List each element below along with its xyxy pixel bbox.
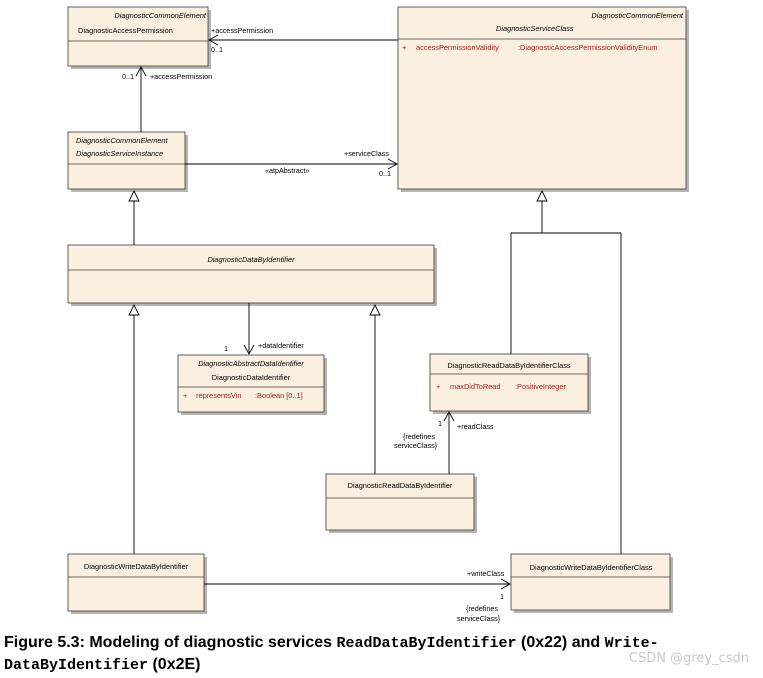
multiplicity-label: 0..1 xyxy=(379,169,391,178)
class-diagnostic-data-identifier[interactable]: DiagnosticAbstractDataIdentifier Diagnos… xyxy=(177,354,327,415)
multiplicity-label: 0..1 xyxy=(122,72,134,81)
class-diagnostic-write-data-by-identifier[interactable]: DiagnosticWriteDataByIdentifier xyxy=(67,553,207,614)
attribute-visibility: + xyxy=(436,382,440,391)
attribute-visibility: + xyxy=(402,43,406,52)
association-service-instance-access-permission: 0..1 +accessPermission xyxy=(122,66,212,132)
redefines-label: serviceClass} xyxy=(457,614,501,623)
class-name: DiagnosticServiceClass xyxy=(496,24,574,33)
caption-code: ReadDataByIdentifier xyxy=(336,635,517,652)
class-diagnostic-data-by-identifier[interactable]: DiagnosticDataByIdentifier xyxy=(67,244,437,306)
attribute-type: :PositiveInteger xyxy=(515,382,566,391)
redefines-label: {redefines xyxy=(403,432,435,441)
role-label: +dataIdentifier xyxy=(258,341,304,350)
multiplicity-label: 1 xyxy=(500,592,504,601)
class-name: DiagnosticServiceInstance xyxy=(76,149,163,158)
figure-caption: Figure 5.3: Modeling of diagnostic servi… xyxy=(4,632,759,676)
class-name: DiagnosticReadDataByIdentifier xyxy=(348,481,453,490)
attribute-name: accessPermissionValidity xyxy=(416,43,499,52)
stereotype-label: DiagnosticCommonElement xyxy=(591,11,684,20)
multiplicity-label: 1 xyxy=(438,419,442,428)
attribute-name: representsVin xyxy=(196,391,241,400)
class-diagnostic-service-instance[interactable]: DiagnosticCommonElement DiagnosticServic… xyxy=(67,131,188,192)
multiplicity-label: 0..1 xyxy=(211,45,223,54)
generalization-data-by-identifier-service-instance xyxy=(128,189,140,245)
attribute-type: :Boolean [0..1] xyxy=(255,391,303,400)
class-diagnostic-write-data-by-identifier-class[interactable]: DiagnosticWriteDataByIdentifierClass xyxy=(510,553,673,613)
association-service-instance-service-class: +serviceClass 0..1 «atpAbstract» xyxy=(185,149,398,178)
caption-text: Figure 5.3: Modeling of diagnostic servi… xyxy=(4,634,337,651)
class-diagnostic-read-data-by-identifier[interactable]: DiagnosticReadDataByIdentifier xyxy=(325,473,477,533)
multiplicity-label: 1 xyxy=(224,344,228,353)
association-service-class-access-permission: +accessPermission 0..1 xyxy=(208,26,398,54)
class-name: DiagnosticWriteDataByIdentifier xyxy=(84,562,189,571)
association-data-by-identifier-data-identifier: 1 +dataIdentifier xyxy=(224,303,304,355)
caption-code: DataByIdentifier xyxy=(4,657,149,674)
caption-text: (0x22) and xyxy=(516,634,605,651)
association-write-data-by-identifier-write-class: +writeClass 1 {redefines serviceClass} xyxy=(204,569,511,623)
class-diagnostic-read-data-by-identifier-class[interactable]: DiagnosticReadDataByIdentifierClass + ma… xyxy=(429,353,591,414)
role-label: +readClass xyxy=(457,422,494,431)
generalization-read-data-by-identifier xyxy=(369,303,381,474)
caption-text: (0x2E) xyxy=(148,656,201,673)
class-diagnostic-access-permission[interactable]: DiagnosticCommonElement DiagnosticAccess… xyxy=(67,6,211,69)
class-name: DiagnosticDataIdentifier xyxy=(212,373,291,382)
stereotype-label: DiagnosticCommonElement xyxy=(114,11,207,20)
attribute-visibility: + xyxy=(183,391,187,400)
attribute-name: maxDidToRead xyxy=(450,382,501,391)
redefines-label: serviceClass} xyxy=(394,441,438,450)
class-name: DiagnosticAccessPermission xyxy=(78,26,173,35)
stereotype-label: DiagnosticAbstractDataIdentifier xyxy=(198,359,304,368)
attribute-type: :DiagnosticAccessPermissionValidityEnum xyxy=(518,43,658,52)
redefines-label: {redefines xyxy=(466,604,498,613)
generalization-service-class-subclasses xyxy=(510,189,622,554)
role-label: +accessPermission xyxy=(150,72,212,81)
role-label: +writeClass xyxy=(467,569,505,578)
class-name: DiagnosticReadDataByIdentifierClass xyxy=(447,361,571,370)
association-read-data-by-identifier-read-class: 1 +readClass {redefines serviceClass} xyxy=(394,411,494,474)
role-label: +serviceClass xyxy=(344,149,389,158)
uml-class-diagram: DiagnosticCommonElement DiagnosticAccess… xyxy=(67,6,689,623)
class-name: DiagnosticWriteDataByIdentifierClass xyxy=(530,563,653,572)
stereotype-label: DiagnosticCommonElement xyxy=(76,136,169,145)
generalization-write-data-by-identifier xyxy=(128,303,140,554)
role-label: +accessPermission xyxy=(211,26,273,35)
class-diagnostic-service-class[interactable]: DiagnosticCommonElement DiagnosticServic… xyxy=(397,6,689,192)
class-name: DiagnosticDataByIdentifier xyxy=(207,255,295,264)
stereotype-label: «atpAbstract» xyxy=(265,166,309,175)
caption-code: Write- xyxy=(604,635,659,652)
watermark: CSDN @grey_csdn xyxy=(628,651,749,666)
